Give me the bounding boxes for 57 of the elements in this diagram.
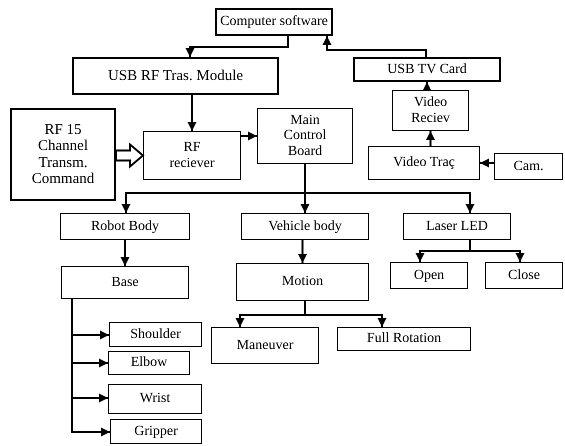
arrow [304, 164, 474, 213]
box-label: Laser LED [426, 218, 488, 234]
process-box [257, 108, 353, 164]
box-label: Vehicle body [268, 218, 342, 234]
arrow [304, 301, 386, 327]
box-label: Close [508, 268, 540, 284]
process-box [485, 262, 563, 289]
box-label: USB RF Tras. Module [108, 68, 244, 84]
box-label: Elbow [130, 355, 168, 371]
arrow [469, 240, 524, 262]
box-label: Cam. [514, 158, 544, 174]
process-box [241, 213, 369, 240]
process-box [61, 266, 189, 299]
process-box [390, 262, 468, 289]
arrow [186, 36, 289, 57]
box-label: Shoulder [130, 326, 181, 342]
arrow [120, 240, 130, 266]
process-box [211, 327, 319, 364]
process-box [143, 131, 241, 180]
arrow [426, 131, 435, 146]
box-label: Video Reciev [410, 95, 451, 126]
process-box [108, 351, 190, 375]
process-box [368, 146, 480, 180]
arrow [241, 132, 257, 140]
process-box [108, 384, 202, 414]
box-label: Computer software [220, 14, 328, 30]
box-label: RF reciever [168, 140, 216, 171]
process-box [236, 263, 369, 301]
box-label: Base [111, 274, 139, 290]
process-box [403, 213, 511, 240]
arrow [188, 95, 196, 131]
process-box [110, 419, 202, 444]
arrow [298, 240, 307, 263]
arrow [480, 158, 494, 168]
box-label: Full Rotation [366, 331, 442, 347]
box-label: Maneuver [236, 338, 294, 354]
box-label: RF 15 Channel Transm. Command [30, 122, 96, 188]
process-box [392, 90, 469, 131]
process-box [60, 213, 190, 240]
arrow [322, 36, 427, 57]
process-box [353, 57, 501, 82]
box-label: Video Traç [393, 155, 455, 171]
box-label: USB TV Card [387, 62, 467, 78]
box-label: Wrist [140, 391, 170, 407]
box-label: Gripper [134, 424, 178, 440]
process-box [215, 8, 333, 36]
process-box [337, 327, 471, 351]
process-box [494, 153, 563, 180]
box-label: Open [414, 268, 444, 284]
arrow [422, 82, 432, 91]
process-box [10, 108, 116, 201]
hollow-arrow [115, 142, 145, 169]
box-label: Motion [282, 274, 324, 290]
box-label: Robot Body [90, 218, 160, 234]
box-label: Main Control Board [282, 112, 328, 160]
process-box [72, 57, 279, 95]
process-box [109, 322, 202, 347]
